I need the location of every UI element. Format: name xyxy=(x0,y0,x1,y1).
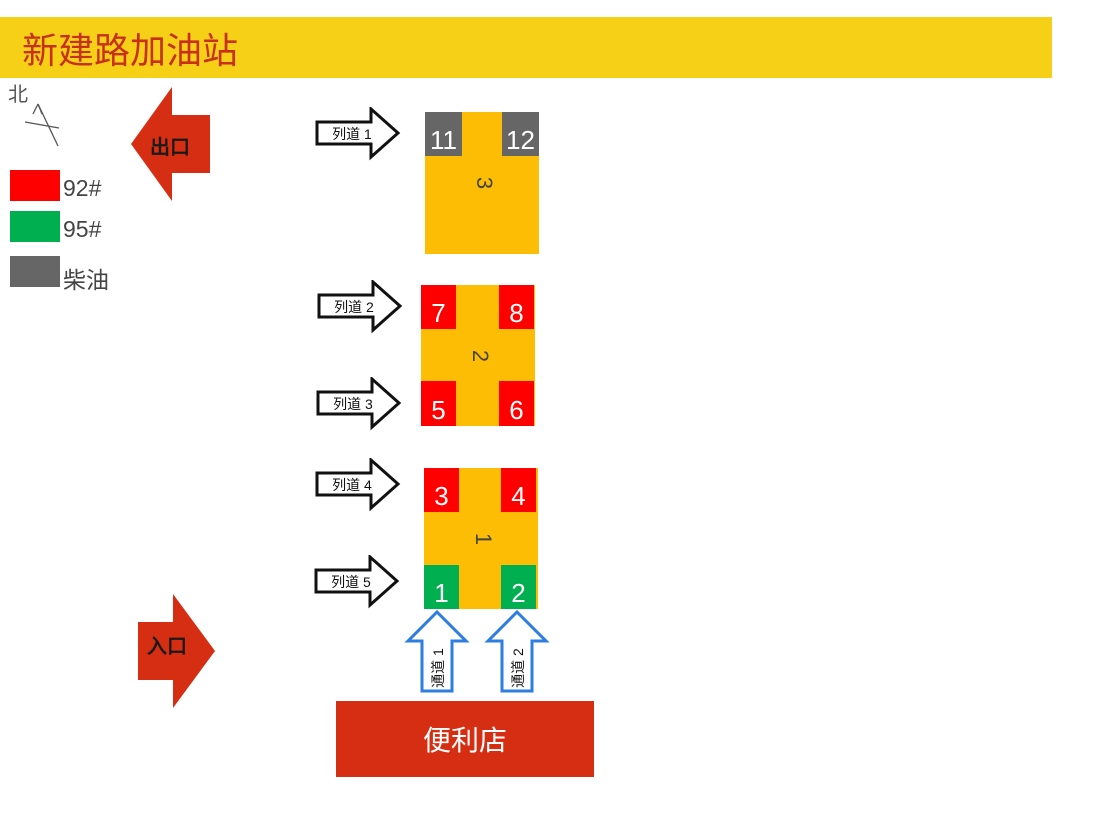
pump-number-1: 1 xyxy=(434,578,449,608)
legend-swatch-92 xyxy=(10,170,60,201)
pump-number-12: 12 xyxy=(506,125,535,155)
lane-arrow-1: 列道 1 xyxy=(315,107,401,161)
lane-arrow-5: 列道 5 xyxy=(314,555,400,609)
convenience-store: 便利店 xyxy=(336,701,594,777)
lane-arrow-4: 列道 4 xyxy=(315,458,401,512)
lane-arrow-2: 列道 2 xyxy=(317,280,403,334)
pump-11: 11 xyxy=(425,112,462,156)
pump-1: 1 xyxy=(424,565,459,609)
entrance-arrow: 入口 xyxy=(138,594,215,708)
lane-label-2: 列道 2 xyxy=(334,299,374,315)
island-label-2: 2 xyxy=(468,349,494,363)
legend-label-diesel: 柴油 xyxy=(63,267,109,293)
exit-label: 出口 xyxy=(150,136,190,159)
north-label: 北 xyxy=(8,84,28,106)
legend-label-92: 92# xyxy=(63,175,102,201)
pump-3: 3 xyxy=(424,468,459,512)
compass-icon xyxy=(24,103,60,147)
lane-label-3: 列道 3 xyxy=(333,396,373,412)
pump-number-5: 5 xyxy=(431,395,446,425)
pump-6: 6 xyxy=(499,381,534,426)
pump-2: 2 xyxy=(501,565,536,609)
pump-5: 5 xyxy=(421,381,456,426)
pump-number-8: 8 xyxy=(509,298,524,328)
lane-label-1: 列道 1 xyxy=(332,126,372,142)
pump-7: 7 xyxy=(421,285,456,329)
legend-label-95: 95# xyxy=(63,216,102,242)
pump-12: 12 xyxy=(502,112,539,156)
lane-label-4: 列道 4 xyxy=(332,477,372,493)
lane-arrow-3: 列道 3 xyxy=(316,377,402,431)
entrance-label: 入口 xyxy=(147,635,187,658)
channel-arrow-2: 通道 2 xyxy=(484,610,550,693)
exit-arrow: 出口 xyxy=(131,87,210,201)
channel-label-2: 通道 2 xyxy=(510,648,526,688)
pump-number-3: 3 xyxy=(434,481,449,511)
channel-arrow-1: 通道 1 xyxy=(404,610,470,693)
pump-number-6: 6 xyxy=(509,395,524,425)
pump-8: 8 xyxy=(499,285,534,329)
channel-label-1: 通道 1 xyxy=(430,648,446,688)
pump-number-2: 2 xyxy=(511,578,526,608)
store-label: 便利店 xyxy=(422,725,507,756)
station-title: 新建路加油站 xyxy=(22,31,239,71)
legend-swatch-95 xyxy=(10,211,60,242)
legend-swatch-diesel xyxy=(10,256,60,287)
lane-label-5: 列道 5 xyxy=(331,574,371,590)
pump-number-4: 4 xyxy=(511,481,526,511)
island-label-3: 3 xyxy=(472,176,498,190)
pump-number-11: 11 xyxy=(430,125,457,155)
island-label-1: 1 xyxy=(471,532,497,546)
pump-number-7: 7 xyxy=(431,298,446,328)
pump-4: 4 xyxy=(501,468,536,512)
title-banner xyxy=(0,17,1052,78)
